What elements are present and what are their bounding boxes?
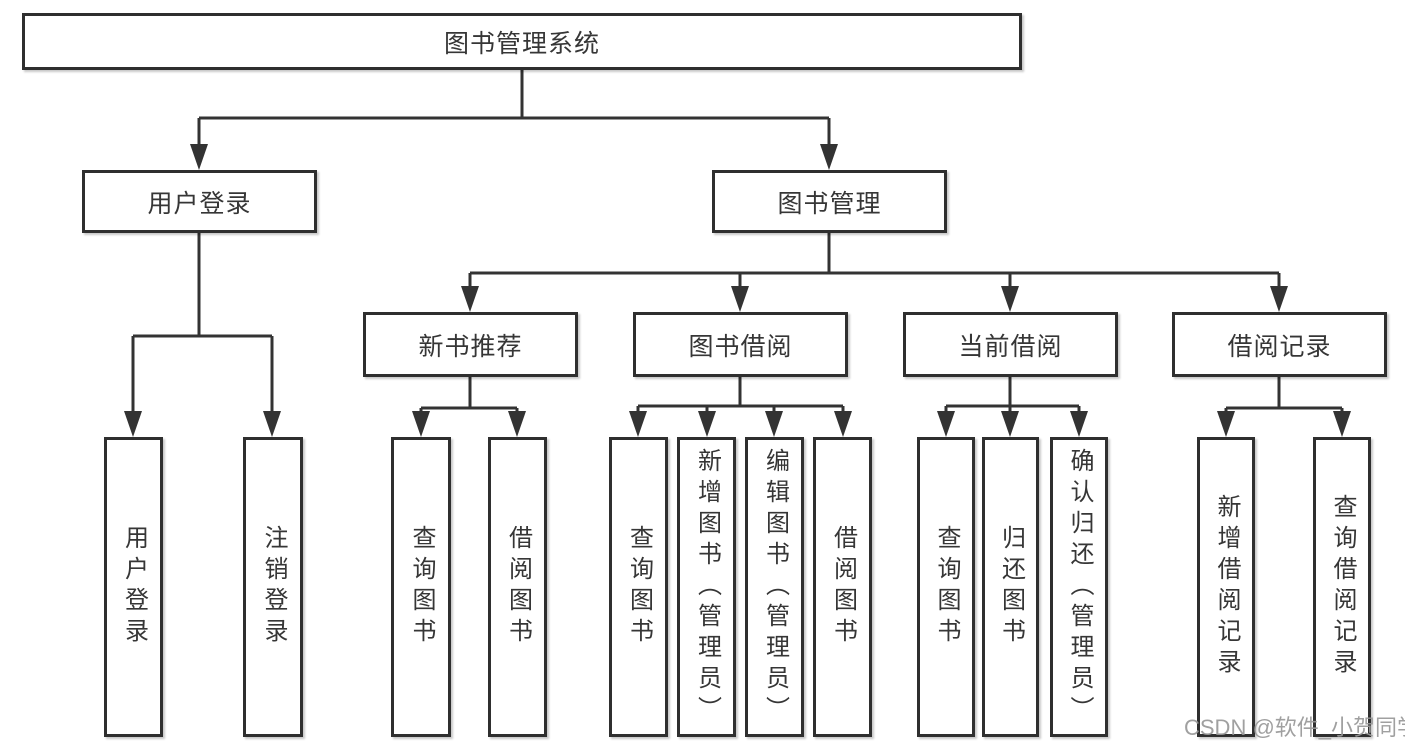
node-new-book-recommend: 新书推荐: [363, 312, 578, 377]
leaf-label: 查询图书: [933, 525, 960, 649]
connector-book-management-children: [461, 233, 1288, 312]
connector-current-borrow-children: [937, 377, 1088, 437]
leaf-add-borrow-record: 新增借阅记录: [1197, 437, 1255, 737]
leaf-user-login: 用户登录: [104, 437, 163, 737]
node-current-borrow: 当前借阅: [903, 312, 1118, 377]
leaf-label: 归还图书: [997, 525, 1025, 649]
leaf-label: 确认归还（管理员）: [1066, 447, 1093, 727]
leaf-query-books-recommend: 查询图书: [391, 437, 451, 737]
leaf-add-books-admin: 新增图书（管理员）: [677, 437, 736, 737]
node-user-login: 用户登录: [82, 170, 317, 233]
connector-book-borrow-children: [629, 377, 852, 437]
node-library-system: 图书管理系统: [22, 13, 1022, 70]
node-borrow-records: 借阅记录: [1172, 312, 1387, 377]
leaf-confirm-return-admin: 确认归还（管理员）: [1050, 437, 1108, 737]
connector-new-book-children: [412, 377, 526, 437]
leaf-label: 查询图书: [408, 525, 435, 649]
leaf-label: 借阅图书: [829, 525, 857, 649]
leaf-borrow-books: 借阅图书: [813, 437, 872, 737]
leaf-logout: 注销登录: [243, 437, 303, 737]
leaf-label: 查询图书: [625, 525, 653, 649]
connector-borrow-record-children: [1217, 377, 1351, 437]
node-book-borrow: 图书借阅: [633, 312, 848, 377]
leaf-label: 新增图书（管理员）: [693, 447, 721, 727]
leaf-borrow-books-recommend: 借阅图书: [488, 437, 547, 737]
leaf-label: 借阅图书: [504, 525, 532, 649]
leaf-label: 新增借阅记录: [1213, 494, 1240, 680]
node-book-management: 图书管理: [712, 170, 947, 233]
leaf-label: 注销登录: [260, 525, 287, 649]
connector-root-to-level1: [190, 70, 838, 170]
leaf-edit-books-admin: 编辑图书（管理员）: [745, 437, 804, 737]
leaf-label: 用户登录: [120, 525, 148, 649]
connector-user-login-children: [124, 233, 281, 437]
leaf-label: 编辑图书（管理员）: [761, 447, 789, 727]
leaf-return-books: 归还图书: [982, 437, 1039, 737]
csdn-watermark: CSDN @软件_小贺同学: [1184, 715, 1405, 740]
leaf-query-books-current: 查询图书: [917, 437, 975, 737]
leaf-query-borrow-record: 查询借阅记录: [1313, 437, 1371, 737]
leaf-query-books-borrow: 查询图书: [609, 437, 668, 737]
leaf-label: 查询借阅记录: [1329, 494, 1356, 680]
